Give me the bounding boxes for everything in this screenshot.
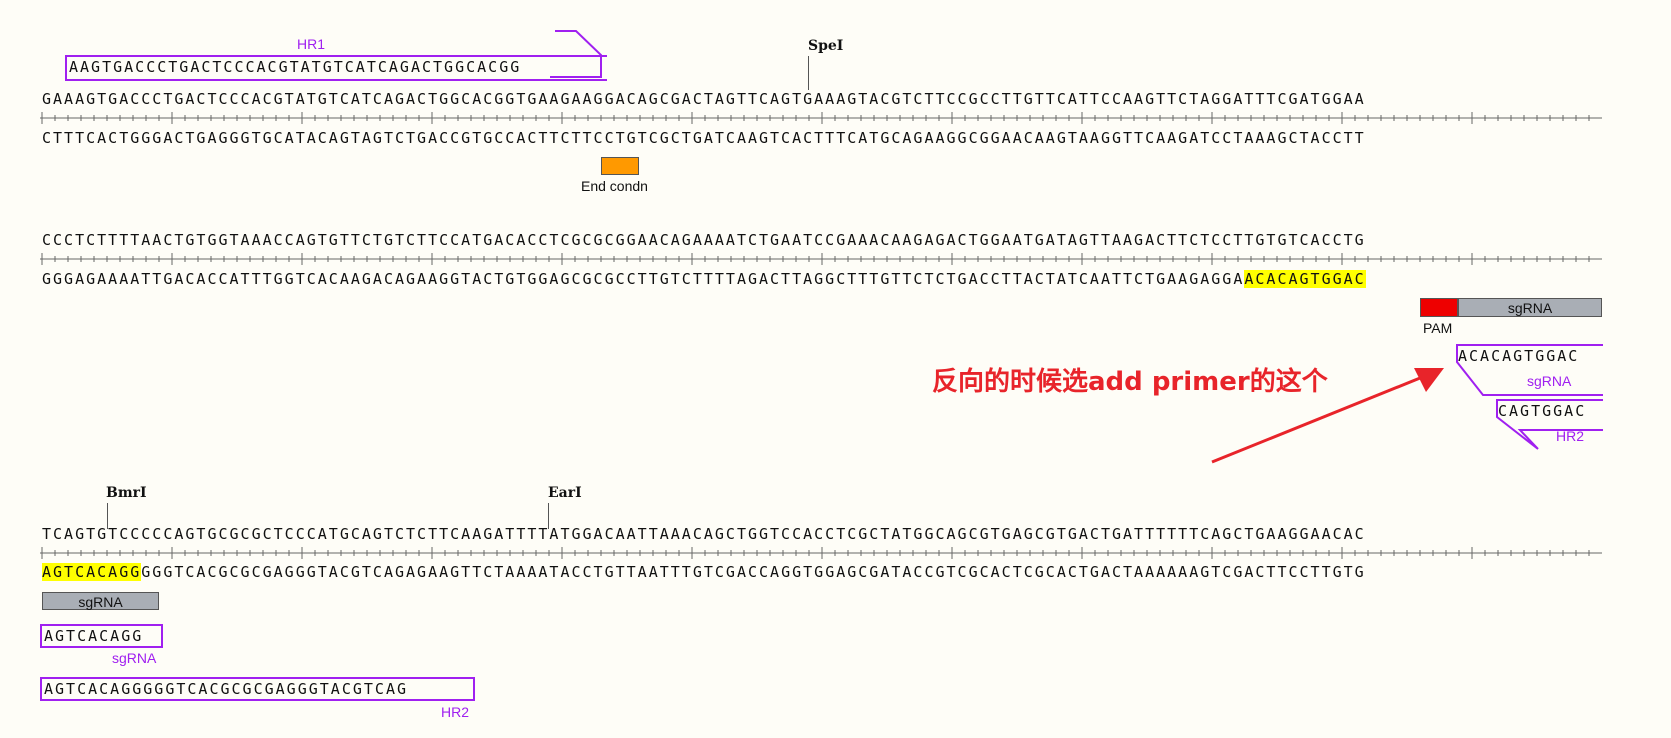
feature-label-end-condn: End condn bbox=[581, 178, 648, 194]
primer-label-sgrna-reverse: sgRNA bbox=[1527, 373, 1572, 389]
feature-sgrna-row-2[interactable]: sgRNA bbox=[1458, 298, 1602, 317]
primer-hr2-forward-seq: AGTCACAGGGGGTCACGCGCGAGGGTACGTCAG bbox=[44, 680, 409, 698]
primer-sgrna-reverse[interactable]: ACACAGTGGAC bbox=[1456, 347, 1581, 365]
top-strand-row-1[interactable]: GAAAGTGACCCTGACTCCCACGTATGTCATCAGACTGGCA… bbox=[42, 90, 1366, 108]
feature-pam[interactable] bbox=[1420, 298, 1458, 317]
site-label-bmri[interactable]: BmrI bbox=[106, 485, 147, 501]
site-marker-eari bbox=[548, 503, 549, 529]
ruler-row-1 bbox=[40, 112, 1602, 124]
primer-sgrna-reverse-arrow-icon bbox=[1456, 344, 1603, 396]
feature-sgrna-label-row-2: sgRNA bbox=[1507, 300, 1553, 316]
bottom-strand-row-2-highlight: ACACAGTGGAC bbox=[1244, 270, 1366, 288]
annotation-note: 反向的时候选add primer的这个 bbox=[932, 367, 1328, 397]
primer-hr1-seq: AAGTGACCCTGACTCCCACGTATGTCATCAGACTGGCACG… bbox=[69, 58, 522, 76]
bottom-strand-row-2[interactable]: GGGAGAAAATTGACACCATTTGGTCACAAGACAGAAGGTA… bbox=[42, 270, 1366, 288]
primer-hr1[interactable]: AAGTGACCCTGACTCCCACGTATGTCATCAGACTGGCACG… bbox=[65, 55, 607, 81]
site-label-spei[interactable]: SpeI bbox=[808, 38, 844, 54]
bottom-strand-row-3-plain: GGGTCACGCGCGAGGGTACGTCAGAGAAGTTCTAAAATAC… bbox=[141, 563, 1366, 581]
primer-sgrna-forward[interactable]: AGTCACAGG bbox=[40, 624, 163, 648]
site-label-eari[interactable]: EarI bbox=[548, 485, 582, 501]
site-marker-bmri bbox=[107, 503, 108, 529]
primer-hr2-forward[interactable]: AGTCACAGGGGGTCACGCGCGAGGGTACGTCAG bbox=[40, 677, 475, 701]
annotation-arrow-icon bbox=[1211, 368, 1444, 464]
feature-sgrna-label-row-3: sgRNA bbox=[78, 594, 123, 610]
primer-hr2-reverse[interactable]: CAGTGGAC bbox=[1496, 402, 1588, 420]
bottom-strand-row-2-plain: GGGAGAAAATTGACACCATTTGGTCACAAGACAGAAGGTA… bbox=[42, 270, 1245, 288]
feature-end-condn[interactable] bbox=[601, 157, 639, 175]
site-marker-spei bbox=[808, 56, 809, 90]
top-strand-row-2[interactable]: CCCTCTTTTAACTGTGGTAAACCAGTGTTCTGTCTTCCAT… bbox=[42, 231, 1366, 249]
primer-hr1-arrow-icon bbox=[550, 30, 602, 78]
primer-hr2-reverse-seq: CAGTGGAC bbox=[1498, 402, 1587, 420]
feature-label-pam: PAM bbox=[1423, 320, 1453, 336]
primer-label-hr2-forward: HR2 bbox=[441, 704, 470, 720]
ruler-row-3 bbox=[40, 547, 1602, 559]
bottom-strand-row-1[interactable]: CTTTCACTGGGACTGAGGGTGCATACAGTAGTCTGACCGT… bbox=[42, 129, 1366, 147]
primer-hr2-reverse-arrow-icon bbox=[1496, 399, 1603, 450]
bottom-strand-row-3-highlight: AGTCACAGG bbox=[42, 563, 142, 581]
primer-sgrna-forward-seq: AGTCACAGG bbox=[44, 627, 144, 645]
ruler-row-2 bbox=[40, 253, 1602, 265]
bottom-strand-row-3[interactable]: AGTCACAGGGGGTCACGCGCGAGGGTACGTCAGAGAAGTT… bbox=[42, 563, 1366, 581]
top-strand-row-3[interactable]: TCAGTGTCCCCCAGTGCGCGCTCCCATGCAGTCTCTTCAA… bbox=[42, 525, 1366, 543]
primer-label-sgrna-forward: sgRNA bbox=[112, 650, 157, 666]
primer-sgrna-reverse-seq: ACACAGTGGAC bbox=[1458, 347, 1580, 365]
primer-label-hr1: HR1 bbox=[297, 36, 326, 52]
primer-label-hr2-reverse: HR2 bbox=[1556, 428, 1585, 444]
feature-sgrna-row-3[interactable]: sgRNA bbox=[42, 592, 159, 610]
